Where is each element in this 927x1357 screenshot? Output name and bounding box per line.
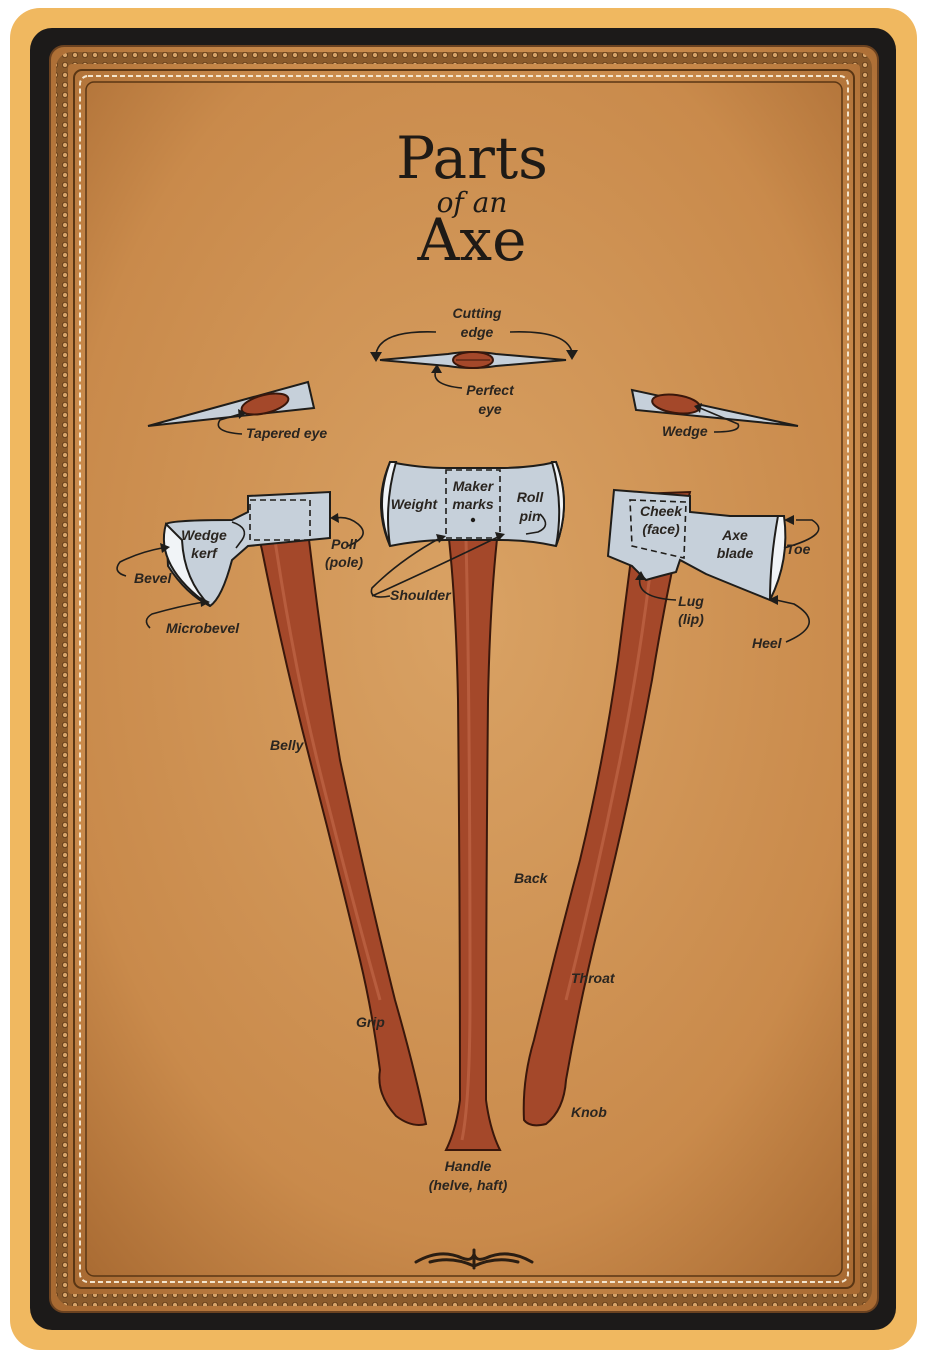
label-roll-pin-2: pin — [519, 508, 541, 524]
label-poll-2: (pole) — [325, 554, 363, 570]
label-axe-blade-2: blade — [717, 545, 754, 561]
label-cutting-edge-2: edge — [461, 324, 494, 340]
label-back: Back — [514, 870, 549, 886]
label-grip: Grip — [356, 1014, 385, 1030]
label-weight: Weight — [391, 496, 439, 512]
label-bevel: Bevel — [134, 570, 172, 586]
label-shoulder: Shoulder — [390, 587, 452, 603]
label-wedge-kerf-2: kerf — [191, 545, 218, 561]
label-knob: Knob — [571, 1104, 607, 1120]
label-belly: Belly — [270, 737, 305, 753]
label-lug-2: (lip) — [678, 611, 704, 627]
label-maker-marks-2: marks — [452, 496, 493, 512]
label-handle-2: (helve, haft) — [429, 1177, 508, 1193]
label-axe-blade-1: Axe — [721, 527, 748, 543]
label-handle-1: Handle — [445, 1158, 492, 1174]
label-maker-marks-1: Maker — [453, 478, 495, 494]
label-cheek-1: Cheek — [640, 503, 683, 519]
label-tapered-eye: Tapered eye — [246, 425, 327, 441]
label-throat: Throat — [571, 970, 616, 986]
label-toe: Toe — [786, 541, 811, 557]
label-lug-1: Lug — [678, 593, 704, 609]
title-line3: Axe — [417, 206, 527, 274]
label-microbevel: Microbevel — [166, 620, 240, 636]
label-perfect-eye-2: eye — [478, 401, 502, 417]
label-cutting-edge-1: Cutting — [453, 305, 502, 321]
label-perfect-eye-1: Perfect — [466, 382, 515, 398]
label-heel: Heel — [752, 635, 783, 651]
label-wedge: Wedge — [662, 423, 708, 439]
title-line1: Parts — [396, 124, 548, 192]
label-poll-1: Poll — [331, 536, 358, 552]
label-wedge-kerf-1: Wedge — [181, 527, 227, 543]
label-roll-pin-1: Roll — [517, 489, 545, 505]
label-cheek-2: (face) — [642, 521, 680, 537]
